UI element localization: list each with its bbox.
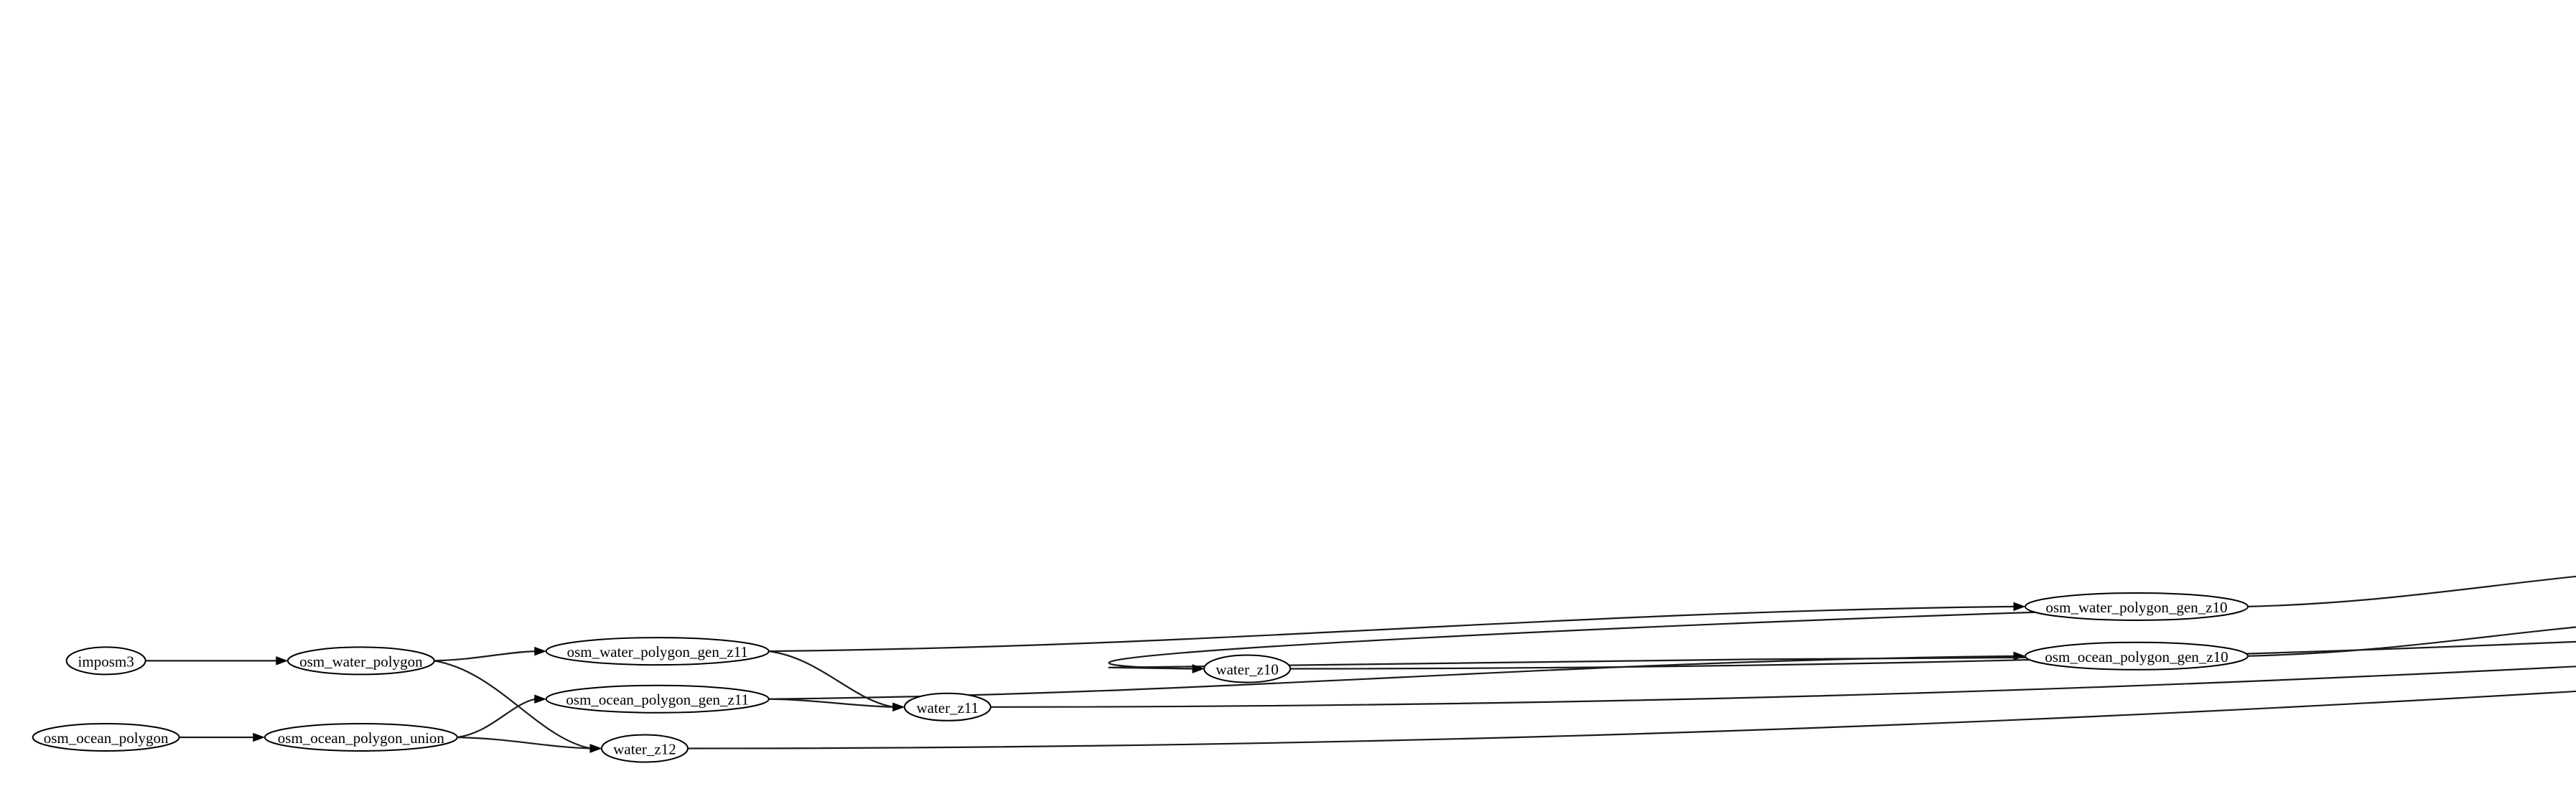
node-shape [903, 692, 991, 722]
node-label: water_z11 [916, 699, 979, 716]
graph-edge [2247, 626, 2576, 657]
node-label: water_z10 [1215, 661, 1278, 678]
node-shape [2024, 641, 2249, 671]
graph-edge [768, 650, 894, 708]
graph-edge [457, 736, 592, 750]
graph-edge [434, 660, 592, 750]
graph-node-imposm3[interactable]: imposm3 [65, 646, 146, 676]
node-label: osm_ocean_polygon [44, 729, 169, 747]
graph-node-osm_ocean_polygon_gen_z10[interactable]: osm_ocean_polygon_gen_z10 [2024, 641, 2249, 671]
node-shape [545, 684, 770, 714]
edge-arrowhead [2013, 602, 2026, 612]
node-label: osm_water_polygon_gen_z11 [567, 643, 748, 660]
edge-arrowhead [589, 744, 602, 753]
graph-edge [1108, 605, 2248, 670]
node-shape [2024, 592, 2249, 621]
node-shape [65, 646, 146, 676]
edge-arrowhead [1192, 664, 1205, 673]
node-label: osm_ocean_polygon_union [278, 729, 445, 747]
edge-arrowhead [534, 694, 547, 704]
graph-edge [768, 605, 2015, 653]
graph-node-osm_water_polygon[interactable]: osm_water_polygon [286, 646, 435, 676]
edge-arrowhead [276, 656, 289, 666]
graph-edge [687, 690, 2576, 750]
graph-edge [768, 655, 2015, 700]
node-layer: ne_110m_oceanne_110m_ocean_gen_z1ne_110m… [32, 592, 2249, 763]
graph-edge [2247, 575, 2576, 607]
graph-node-osm_ocean_polygon[interactable]: osm_ocean_polygon [32, 722, 180, 752]
node-label: osm_water_polygon [299, 653, 423, 670]
graph-node-water_z11[interactable]: water_z11 [903, 692, 991, 722]
graph-node-water_z10[interactable]: water_z10 [1203, 654, 1292, 683]
graph-edge [457, 698, 536, 739]
graph-edge [990, 666, 2576, 708]
graph-edge [768, 698, 894, 708]
node-label: osm_water_polygon_gen_z10 [2045, 599, 2227, 616]
node-shape [263, 722, 458, 752]
graph-node-water_z12[interactable]: water_z12 [601, 734, 689, 763]
node-shape [545, 637, 770, 666]
graph-node-osm_water_polygon_gen_z11[interactable]: osm_water_polygon_gen_z11 [545, 637, 770, 666]
graph-edge [434, 650, 536, 662]
edge-arrowhead [892, 702, 905, 712]
node-label: osm_ocean_polygon_gen_z10 [2045, 648, 2228, 666]
node-label: osm_ocean_polygon_gen_z11 [566, 691, 749, 709]
node-shape [286, 646, 435, 676]
graph-edge [1290, 640, 2576, 670]
edge-arrowhead [2013, 651, 2026, 661]
graph-node-osm_ocean_polygon_gen_z11[interactable]: osm_ocean_polygon_gen_z11 [545, 684, 770, 714]
node-shape [1203, 654, 1292, 683]
graph-node-osm_water_polygon_gen_z10[interactable]: osm_water_polygon_gen_z10 [2024, 592, 2249, 621]
edge-layer [145, 575, 2576, 753]
edge-arrowhead [253, 732, 266, 742]
node-label: imposm3 [78, 653, 134, 670]
node-label: water_z12 [613, 741, 676, 758]
edge-arrowhead [534, 646, 547, 656]
node-shape [601, 734, 689, 763]
graph-node-osm_ocean_polygon_union[interactable]: osm_ocean_polygon_union [263, 722, 458, 752]
node-shape [32, 722, 180, 752]
